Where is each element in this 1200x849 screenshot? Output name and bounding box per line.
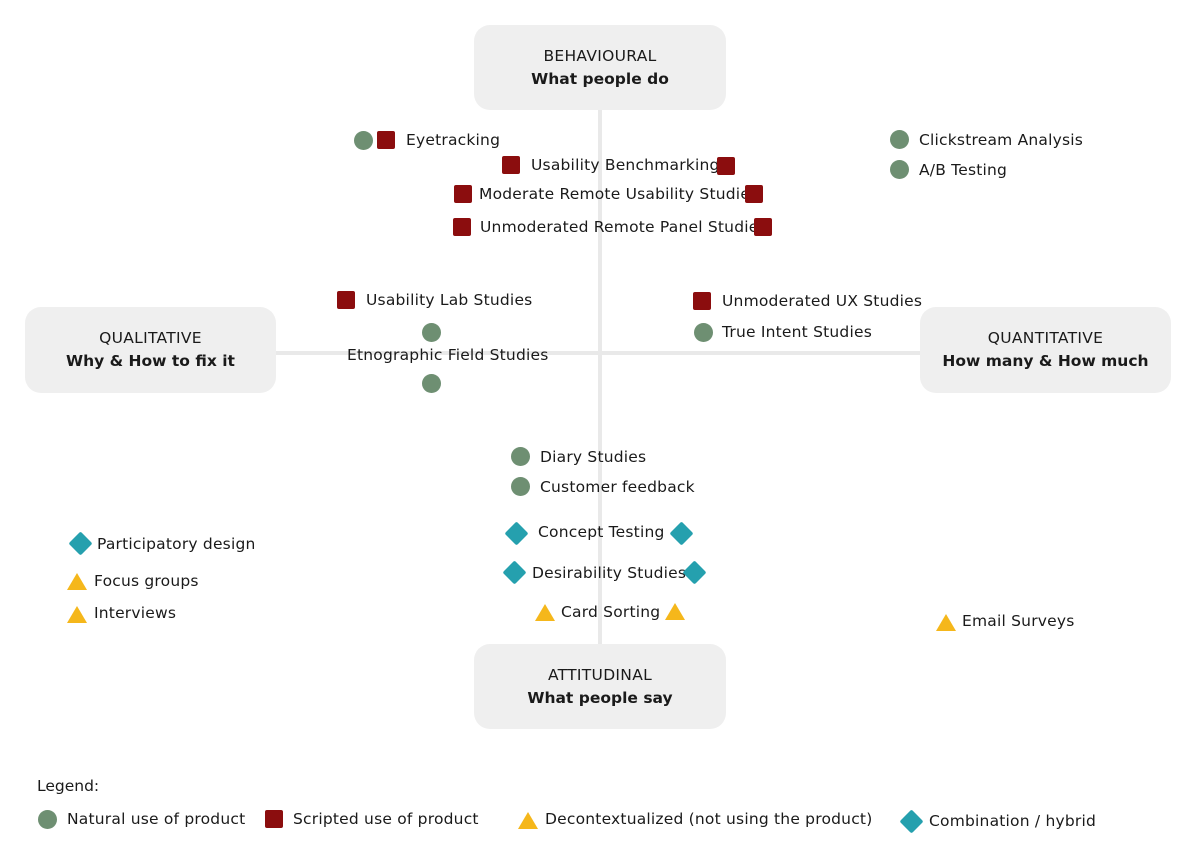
triangle-icon (535, 604, 555, 621)
circle-icon (694, 323, 713, 342)
square-icon (265, 810, 283, 828)
method-clickstream-analysis: Clickstream Analysis (919, 131, 1084, 149)
quadrant-subtitle: How many & How much (942, 352, 1149, 370)
diamond-icon (504, 521, 529, 546)
method-true-intent: True Intent Studies (722, 323, 872, 341)
circle-icon (511, 477, 530, 496)
circle-icon (511, 447, 530, 466)
triangle-icon (67, 606, 87, 623)
quadrant-quantitative: QUANTITATIVE How many & How much (920, 307, 1171, 393)
method-diary-studies: Diary Studies (540, 448, 647, 466)
square-icon (454, 185, 472, 203)
circle-icon (422, 374, 441, 393)
method-focus-groups: Focus groups (94, 572, 199, 590)
diamond-icon (669, 521, 694, 546)
circle-icon (38, 810, 57, 829)
diamond-icon (899, 809, 924, 834)
legend-combination: Combination / hybrid (929, 812, 1096, 830)
quadrant-subtitle: What people do (531, 69, 669, 88)
square-icon (453, 218, 471, 236)
quadrant-title: QUALITATIVE (99, 329, 202, 347)
method-eyetracking: Eyetracking (406, 131, 501, 149)
square-icon (693, 292, 711, 310)
diamond-icon (68, 531, 93, 556)
quadrant-subtitle: Why & How to fix it (66, 352, 235, 370)
quadrant-title: ATTITUDINAL (547, 665, 653, 684)
method-participatory-design: Participatory design (97, 535, 256, 553)
method-usability-benchmarking: Usability Benchmarking (531, 156, 720, 174)
circle-icon (890, 130, 909, 149)
method-interviews: Interviews (94, 604, 177, 622)
circle-icon (354, 131, 373, 150)
method-unmoderated-remote-panel: Unmoderated Remote Panel Studies (480, 218, 767, 236)
square-icon (717, 157, 735, 175)
diamond-icon (502, 560, 527, 585)
method-email-surveys: Email Surveys (962, 612, 1075, 630)
square-icon (754, 218, 772, 236)
square-icon (502, 156, 520, 174)
legend-scripted: Scripted use of product (293, 810, 479, 828)
quadrant-attitudinal: ATTITUDINAL What people say (474, 644, 726, 729)
triangle-icon (665, 603, 685, 620)
method-customer-feedback: Customer feedback (540, 478, 695, 496)
quadrant-behavioural: BEHAVIOURAL What people do (474, 25, 726, 110)
method-moderate-remote-usability: Moderate Remote Usability Studies (479, 185, 759, 203)
triangle-icon (518, 812, 538, 829)
quadrant-title: QUANTITATIVE (987, 329, 1104, 347)
quadrant-title: BEHAVIOURAL (543, 46, 657, 65)
method-etnographic-field: Etnographic Field Studies (347, 346, 549, 364)
square-icon (337, 291, 355, 309)
triangle-icon (936, 614, 956, 631)
legend-title: Legend: (37, 777, 100, 795)
method-desirability-studies: Desirability Studies (532, 564, 687, 582)
quadrant-qualitative: QUALITATIVE Why & How to fix it (25, 307, 276, 393)
legend-decontextualized: Decontextualized (not using the product) (545, 810, 873, 828)
method-usability-lab: Usability Lab Studies (366, 291, 533, 309)
circle-icon (422, 323, 441, 342)
circle-icon (890, 160, 909, 179)
square-icon (745, 185, 763, 203)
square-icon (377, 131, 395, 149)
quadrant-subtitle: What people say (527, 688, 673, 707)
vertical-axis (598, 110, 602, 645)
method-unmoderated-ux: Unmoderated UX Studies (722, 292, 923, 310)
method-concept-testing: Concept Testing (538, 523, 665, 541)
method-ab-testing: A/B Testing (919, 161, 1008, 179)
legend-natural: Natural use of product (67, 810, 246, 828)
triangle-icon (67, 573, 87, 590)
method-card-sorting: Card Sorting (561, 603, 661, 621)
horizontal-axis (276, 351, 920, 355)
